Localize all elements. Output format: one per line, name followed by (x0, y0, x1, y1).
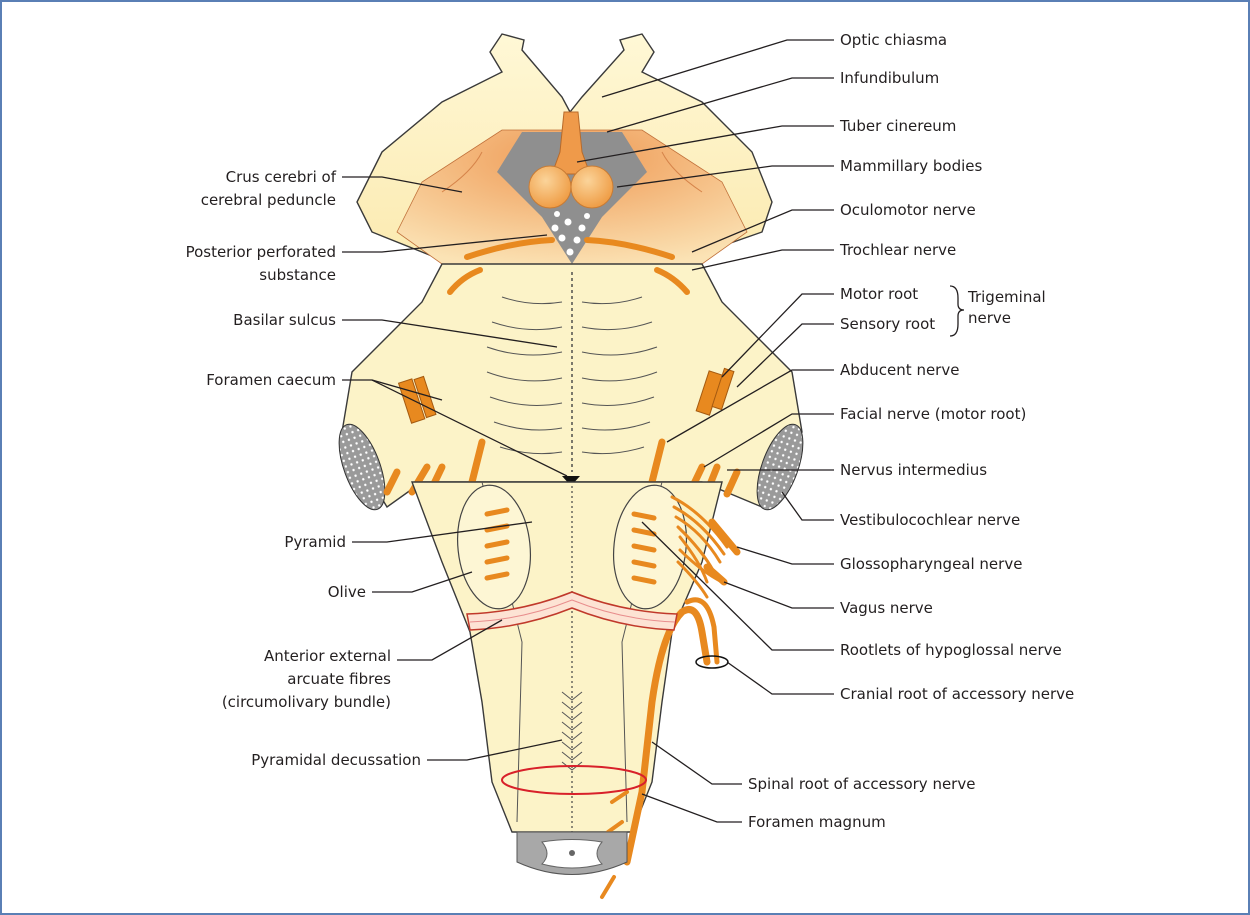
label-spinal-accessory: Spinal root of accessory nerve (748, 775, 975, 793)
trigeminal-brace (950, 286, 964, 336)
label-vagus-nerve: Vagus nerve (840, 599, 933, 617)
label-mammillary-bodies: Mammillary bodies (840, 157, 982, 175)
label-basilar-sulcus: Basilar sulcus (233, 311, 336, 329)
label-trochlear-nerve: Trochlear nerve (839, 241, 956, 259)
label-olive: Olive (328, 583, 366, 601)
label-oculomotor-nerve: Oculomotor nerve (840, 201, 976, 219)
label-hypoglossal-rootlets: Rootlets of hypoglossal nerve (840, 641, 1062, 659)
label-tuber-cinereum: Tuber cinereum (839, 117, 956, 135)
spinal-cord-section (517, 832, 627, 875)
label-arcuate-2: arcuate fibres (287, 670, 391, 688)
label-facial-nerve: Facial nerve (motor root) (840, 405, 1026, 423)
label-trigeminal-nerve: nerve (968, 309, 1011, 327)
cranial-root-ring (696, 656, 728, 668)
label-vestibulocochlear-nerve: Vestibulocochlear nerve (840, 511, 1020, 529)
label-sensory-root: Sensory root (840, 315, 935, 333)
label-foramen-caecum: Foramen caecum (206, 371, 336, 389)
label-pyramid: Pyramid (284, 533, 346, 551)
label-glossopharyngeal-nerve: Glossopharyngeal nerve (840, 555, 1022, 573)
label-trigeminal: Trigeminal (967, 288, 1046, 306)
label-arcuate-1: Anterior external (264, 647, 391, 665)
label-cranial-accessory: Cranial root of accessory nerve (840, 685, 1074, 703)
label-abducent-nerve: Abducent nerve (840, 361, 959, 379)
label-optic-chiasma: Optic chiasma (840, 31, 947, 49)
label-motor-root: Motor root (840, 285, 918, 303)
label-infundibulum: Infundibulum (840, 69, 939, 87)
label-crus-cerebri-1: Crus cerebri of (226, 168, 337, 186)
label-foramen-magnum: Foramen magnum (748, 813, 886, 831)
label-posterior-perforated-2: substance (259, 266, 336, 284)
label-arcuate-3: (circumolivary bundle) (222, 693, 391, 711)
label-nervus-intermedius: Nervus intermedius (840, 461, 987, 479)
label-crus-cerebri-2: cerebral peduncle (201, 191, 336, 209)
label-posterior-perforated-1: Posterior perforated (186, 243, 336, 261)
label-pyramidal-decussation: Pyramidal decussation (251, 751, 421, 769)
